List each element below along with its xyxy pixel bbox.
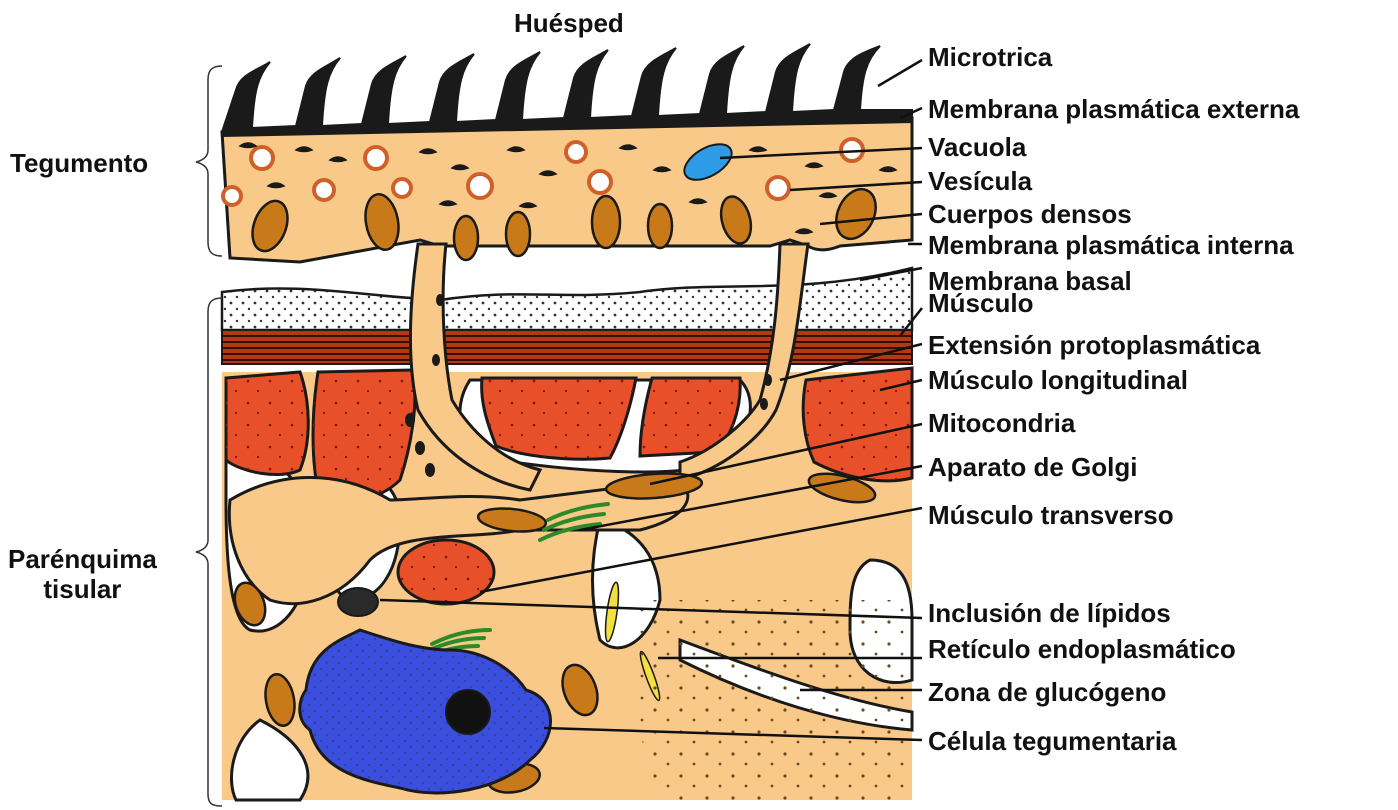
label-membrana-externa: Membrana plasmática externa [928,94,1299,124]
circular-muscle [222,330,912,364]
label-inclusion-lipidos: Inclusión de lípidos [928,598,1171,628]
parenquima-label: Parénquima tisular [8,544,157,604]
label-celula-tegumentaria: Célula tegumentaria [928,726,1177,756]
label-mitocondria: Mitocondria [928,408,1075,438]
label-microtrica: Microtrica [928,42,1052,72]
nucleolus [446,690,490,734]
transverse-muscle-texture [398,540,494,604]
label-zona-glucogeno: Zona de glucógeno [928,677,1166,707]
label-vacuola: Vacuola [928,132,1026,162]
label-musculo-transverso: Músculo transverso [928,500,1174,530]
microtriches [222,44,912,136]
label-aparato-golgi: Aparato de Golgi [928,452,1137,482]
parenquima-line2: tisular [8,574,157,604]
tegumento-label: Tegumento [10,148,148,178]
label-extension-protoplasmatica: Extensión protoplasmática [928,330,1260,360]
glycogen-zone [636,600,912,800]
label-membrana-interna: Membrana plasmática interna [928,230,1294,260]
braces [196,66,222,806]
host-label: Huésped [514,8,624,38]
parenquima-line1: Parénquima [8,544,157,574]
lipid-inclusion [338,588,378,616]
label-musculo-longitudinal: Músculo longitudinal [928,365,1188,395]
label-cuerpos-densos: Cuerpos densos [928,199,1132,229]
basal-lamina [222,268,912,330]
label-vesicula: Vesícula [928,166,1032,196]
label-musculo: Músculo [928,288,1033,318]
label-reticulo: Retículo endoplasmático [928,634,1236,664]
